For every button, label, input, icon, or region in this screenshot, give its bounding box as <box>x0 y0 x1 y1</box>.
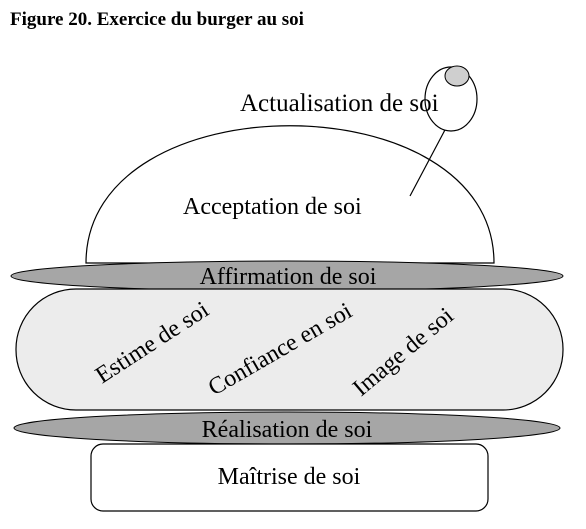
label-maitrise: Maîtrise de soi <box>218 464 361 490</box>
label-realisation: Réalisation de soi <box>202 417 373 443</box>
label-affirmation: Affirmation de soi <box>200 264 377 290</box>
bottom-bun <box>90 443 489 512</box>
olive-inner <box>444 65 470 87</box>
label-acceptation: Acceptation de soi <box>183 194 362 220</box>
figure-title: Figure 20. Exercice du burger au soi <box>10 9 304 30</box>
label-actualisation: Actualisation de soi <box>240 90 439 117</box>
patty <box>15 288 564 411</box>
cherry-stick <box>409 127 447 197</box>
top-bun <box>85 125 495 264</box>
